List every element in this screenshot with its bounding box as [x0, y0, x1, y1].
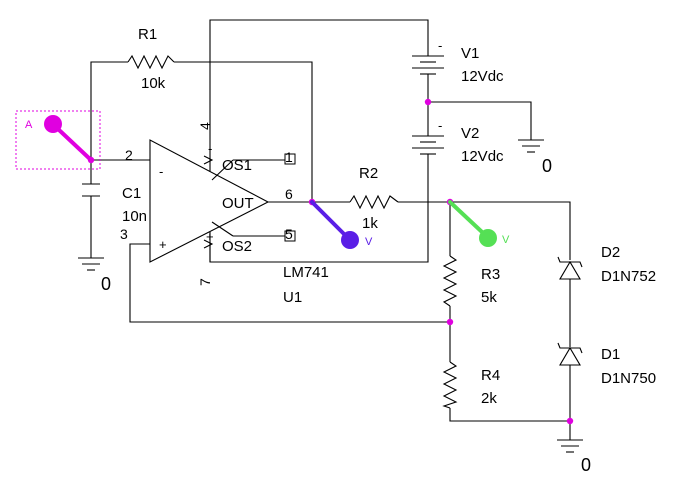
voltage-source-v2[interactable]: - V2 12Vdc: [412, 118, 504, 168]
pin-number-noninv: 3: [120, 226, 128, 242]
d2-ref-label: D2: [601, 244, 620, 261]
wires: [90, 19, 571, 440]
u1-out-label: OUT: [222, 195, 254, 212]
r4-ref-label: R4: [481, 367, 500, 384]
r3-ref-label: R3: [481, 266, 500, 283]
u1-os1-label: OS1: [222, 157, 252, 174]
os2-pin-box: [284, 230, 296, 242]
svg-text:-: -: [208, 141, 212, 156]
probe-v-purple-label: V: [365, 236, 373, 248]
ground-label-output: 0: [581, 455, 591, 475]
v2-value-label: 12Vdc: [461, 148, 504, 165]
resistor-r1[interactable]: R1 10k: [127, 26, 175, 92]
r3-value-label: 5k: [481, 289, 497, 306]
u1-plus-sign: +: [159, 237, 167, 252]
u1-part-label: LM741: [283, 264, 329, 281]
voltage-probe-icon[interactable]: V: [310, 200, 373, 249]
os2-arrow: [203, 239, 214, 249]
d1-ref-label: D1: [601, 346, 620, 363]
pin-number-vpos: 4: [197, 122, 213, 130]
pin-number-out: 6: [285, 186, 293, 202]
r2-value-label: 1k: [362, 215, 378, 232]
r1-value-label: 10k: [141, 75, 166, 92]
wire-r1-left: [90, 61, 128, 160]
c1-ref-label: C1: [122, 185, 141, 202]
probe-v-green-label: V: [502, 234, 510, 246]
u1-os2-label: OS2: [222, 238, 252, 255]
wire-r2-right: [398, 201, 571, 256]
r4-value-label: 2k: [481, 390, 497, 407]
probe-selection-box: [15, 110, 101, 170]
pin-number-inv: 2: [125, 147, 133, 163]
wire-vpos: [209, 19, 429, 139]
v2-ref-label: V2: [461, 125, 479, 142]
ground-symbol-supply: 0: [518, 139, 552, 176]
zener-diode-d1[interactable]: D1 D1N750: [557, 342, 656, 387]
os1-pin-box: [284, 153, 296, 165]
pin-number-vneg: 7: [197, 278, 213, 286]
wire-noninv-feedback: [129, 243, 450, 323]
wire-r1-right: [174, 61, 313, 202]
svg-text:+: +: [206, 229, 214, 244]
r2-ref-label: R2: [359, 165, 378, 182]
resistor-r3[interactable]: R3 5k: [442, 255, 500, 307]
voltage-source-v1[interactable]: - V1 12Vdc: [412, 38, 504, 85]
os1-lead: [211, 159, 234, 181]
d2-model-label: D1N752: [601, 268, 656, 285]
svg-text:-: -: [438, 38, 442, 53]
wire-mid-gnd: [428, 101, 532, 140]
zener-diode-d2[interactable]: D2 D1N752: [557, 244, 656, 285]
v1-value-label: 12Vdc: [461, 68, 504, 85]
os1-arrow: [203, 155, 214, 165]
r1-ref-label: R1: [138, 26, 157, 43]
c1-value-label: 10n: [122, 208, 147, 225]
ground-symbol-output: 0: [557, 439, 591, 475]
pin-number-os2: 5: [285, 226, 293, 242]
u1-ref-label: U1: [283, 289, 302, 306]
pin-number-os1: 1: [285, 149, 293, 165]
svg-text:-: -: [438, 118, 442, 133]
ground-symbol-c1: 0: [78, 257, 111, 294]
resistor-r4[interactable]: R4 2k: [442, 361, 500, 409]
capacitor-c1[interactable]: C1 10n: [82, 183, 147, 225]
d1-model-label: D1N750: [601, 370, 656, 387]
wire-r4-bottom: [449, 408, 570, 422]
v1-ref-label: V1: [461, 45, 479, 62]
resistor-r2[interactable]: R2 1k: [349, 165, 399, 232]
opamp-u1[interactable]: - + - + OUT OS1 OS2 2 3 4 7 6 1 5 LM741 …: [120, 122, 329, 306]
os2-lead: [211, 221, 234, 237]
voltage-probe-icon[interactable]: A: [15, 110, 101, 170]
voltage-probe-icon[interactable]: V: [448, 200, 510, 247]
u1-minus-sign: -: [159, 164, 163, 179]
ground-label-supply: 0: [542, 156, 552, 176]
probe-a-label: A: [25, 119, 33, 131]
ground-label-c1: 0: [101, 274, 111, 294]
